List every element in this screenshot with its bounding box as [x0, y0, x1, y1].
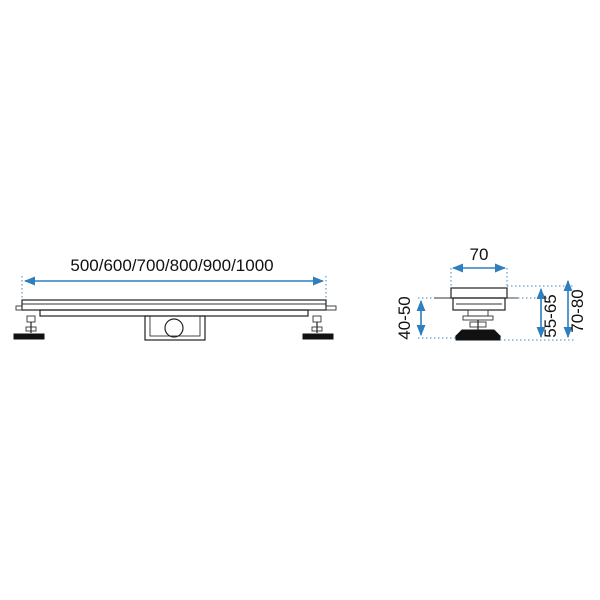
cross-section-view: 70 40-50 55-65 70-80 [395, 245, 587, 341]
section-foot-base-top [454, 329, 502, 337]
right-foot-nut [312, 315, 322, 323]
outlet-box-inner [149, 315, 201, 337]
left-adjustable-foot [13, 315, 45, 340]
total-height-label: 70-80 [568, 289, 587, 332]
right-foot-collar [311, 326, 323, 332]
length-dimension-label: 500/600/700/800/900/1000 [70, 256, 273, 275]
mid-height-label: 55-65 [541, 294, 560, 337]
left-foot-collar [25, 326, 37, 332]
inlet-height-label: 40-50 [395, 296, 414, 339]
right-flange [325, 305, 337, 311]
side-view: 500/600/700/800/900/1000 [13, 256, 337, 341]
section-foot-washer [462, 315, 494, 321]
channel-top-grate [21, 299, 327, 311]
left-flange [15, 305, 23, 311]
right-foot-base [302, 333, 334, 340]
section-foot-nut [467, 309, 489, 317]
right-adjustable-foot [302, 315, 334, 340]
outlet-pipe-circle [164, 318, 184, 338]
channel-body [39, 309, 309, 317]
section-foot-base [455, 335, 501, 341]
left-foot-nut [26, 315, 36, 323]
width-dimension-label: 70 [470, 245, 489, 264]
left-foot-base [13, 333, 45, 340]
section-top-grate [450, 287, 508, 299]
section-foot-collar [469, 321, 487, 328]
